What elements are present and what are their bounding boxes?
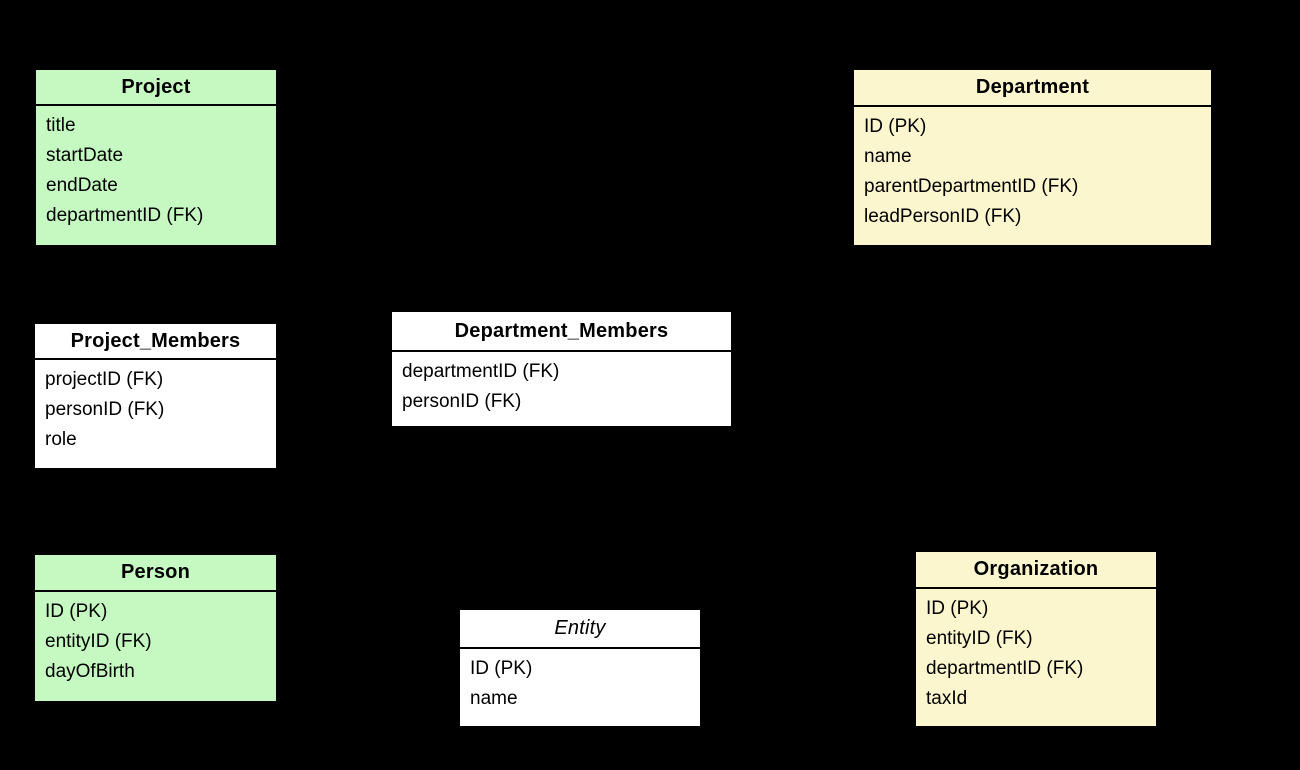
er-field: departmentID (FK) <box>926 658 1084 679</box>
er-table-title: Person <box>35 555 276 592</box>
er-table-fields: projectID (FK) personID (FK) role <box>35 360 276 455</box>
er-table-project-members: Project_Members projectID (FK) personID (… <box>33 322 278 470</box>
er-table-title: Project <box>36 70 276 106</box>
er-field: entityID (FK) <box>926 628 1033 649</box>
er-field: entityID (FK) <box>45 631 152 652</box>
er-field: departmentID (FK) <box>46 205 204 226</box>
er-table-title: Project_Members <box>35 324 276 360</box>
er-field: personID (FK) <box>402 391 522 412</box>
er-field: name <box>864 146 912 167</box>
er-table-title: Entity <box>460 610 700 649</box>
er-table-title: Department <box>854 70 1211 107</box>
er-table-fields: ID (PK) entityID (FK) departmentID (FK) tax… <box>916 589 1156 714</box>
er-table-person: Person ID (PK) entityID (FK) dayOfBirth <box>33 553 278 703</box>
er-field: startDate <box>46 145 124 166</box>
er-field: dayOfBirth <box>45 661 135 682</box>
er-field: ID (PK) <box>864 116 927 137</box>
er-table-fields: departmentID (FK) personID (FK) <box>392 352 731 417</box>
er-table-fields: title startDate endDate departmentID (FK) <box>36 106 276 231</box>
er-table-department: Department ID (PK) name parentDepartmentID… <box>852 68 1213 247</box>
er-table-department-members: Department_Members departmentID (FK) pers… <box>390 310 733 428</box>
er-table-entity: Entity ID (PK) name <box>458 608 702 728</box>
er-field: role <box>45 429 77 450</box>
er-table-project: Project title startDate endDate departmentI… <box>34 68 278 247</box>
er-field: ID (PK) <box>470 658 533 679</box>
er-field: name <box>470 688 518 709</box>
er-field: title <box>46 115 76 136</box>
er-table-fields: ID (PK) name parentDepartmentID (FK) leadPe… <box>854 107 1211 232</box>
er-table-title: Department_Members <box>392 312 731 352</box>
er-field: taxId <box>926 688 968 709</box>
er-field: parentDepartmentID (FK) <box>864 176 1079 197</box>
er-table-fields: ID (PK) name <box>460 649 700 714</box>
er-table-fields: ID (PK) entityID (FK) dayOfBirth <box>35 592 276 687</box>
er-field: leadPersonID (FK) <box>864 206 1022 227</box>
er-table-organization: Organization ID (PK) entityID (FK) departm… <box>914 550 1158 728</box>
er-table-title: Organization <box>916 552 1156 589</box>
er-field: projectID (FK) <box>45 369 164 390</box>
er-field: ID (PK) <box>45 601 108 622</box>
er-field: ID (PK) <box>926 598 989 619</box>
er-field: personID (FK) <box>45 399 165 420</box>
er-field: departmentID (FK) <box>402 361 560 382</box>
er-field: endDate <box>46 175 118 196</box>
